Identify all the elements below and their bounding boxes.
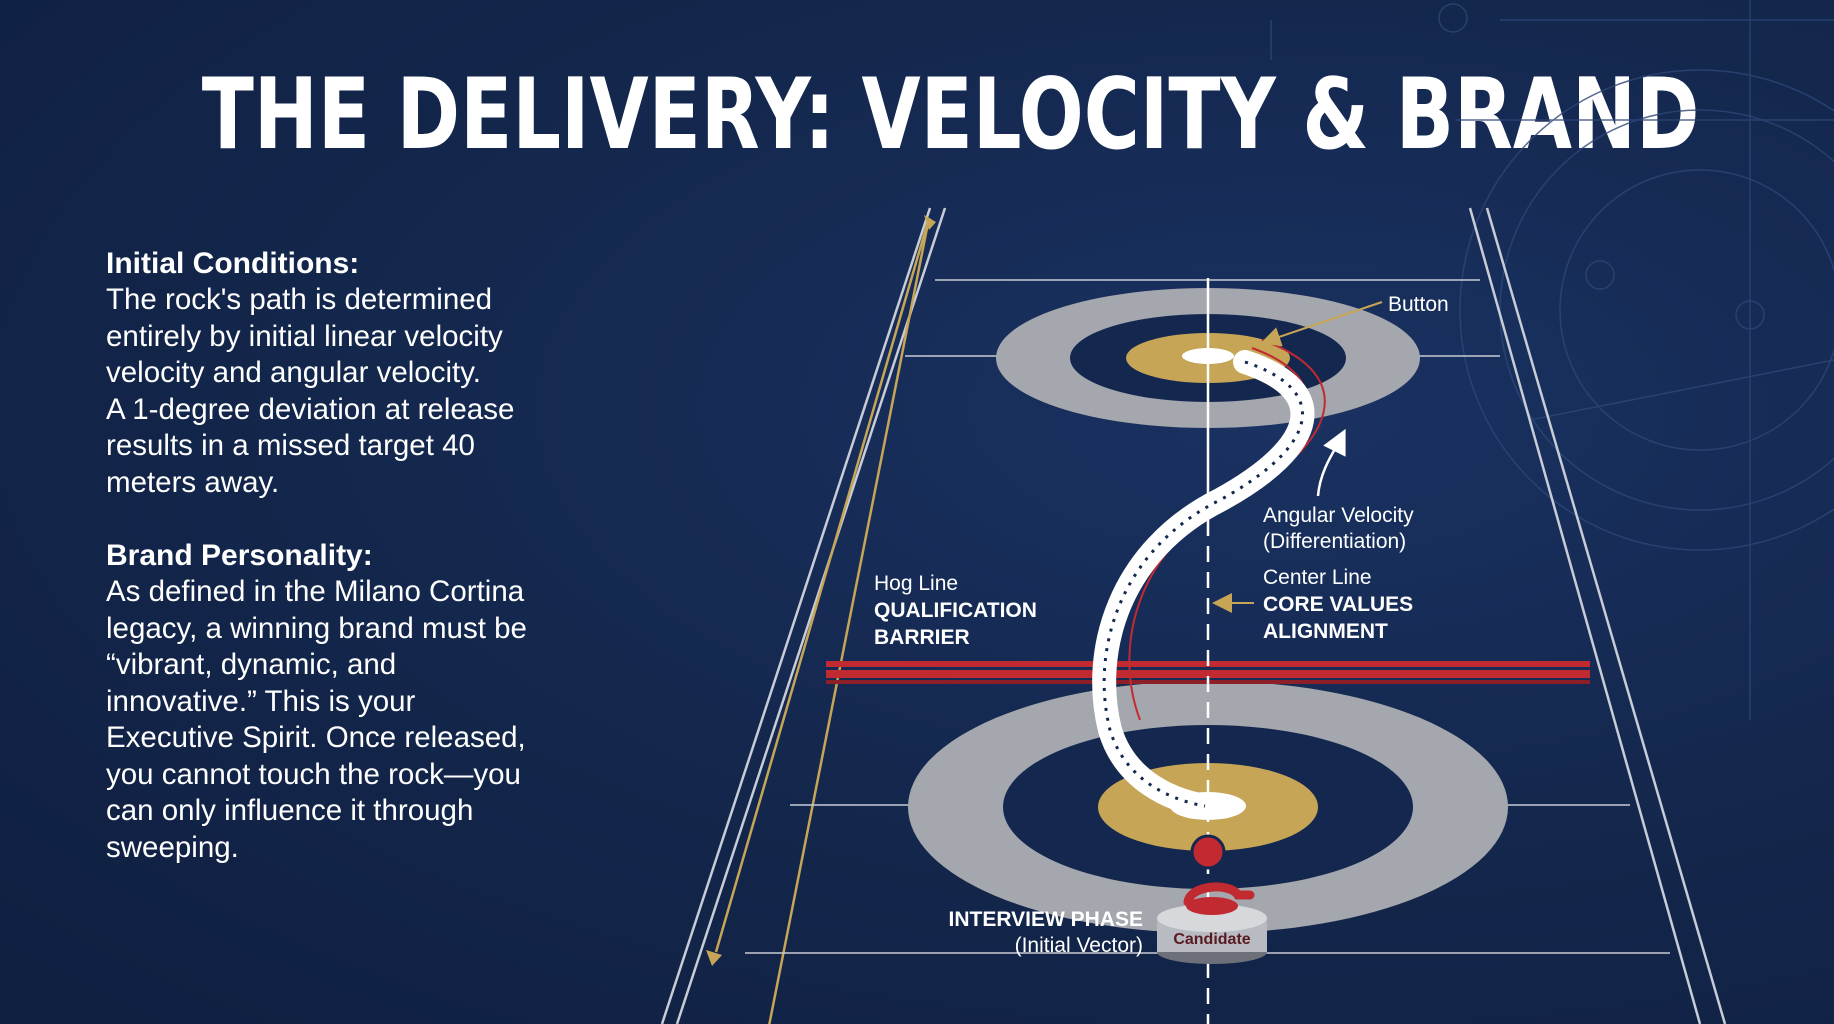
- length-arrow: [768, 217, 931, 1024]
- angular-velocity-sublabel: (Differentiation): [1263, 530, 1406, 553]
- angular-velocity-label: Angular Velocity: [1263, 504, 1414, 527]
- candidate-label: Candidate: [1173, 931, 1250, 948]
- page-title: THE DELIVERY: VELOCITY & BRAND: [201, 58, 1700, 172]
- sheet-side-lines: [660, 207, 1727, 1024]
- length-arrow-head-top: [924, 215, 936, 230]
- curling-stone: Candidate: [1157, 882, 1267, 964]
- angular-velocity-arrow: [1316, 428, 1346, 497]
- center-line-label: Center Line: [1263, 566, 1372, 589]
- release-point-marker: [1190, 834, 1226, 870]
- initial-conditions-heading: Initial Conditions:: [106, 247, 360, 280]
- qualification-label: QUALIFICATION: [874, 599, 1037, 622]
- button-label: Button: [1388, 293, 1449, 316]
- brand-personality-heading: Brand Personality:: [106, 539, 373, 572]
- barrier-label: BARRIER: [874, 626, 970, 649]
- hog-line-label: Hog Line: [874, 572, 958, 595]
- interview-phase-label: INTERVIEW PHASE: [949, 908, 1143, 931]
- length-arrow-head-bottom: [706, 950, 722, 966]
- brand-personality-body: As defined in the Milano Cortina legacy,…: [106, 575, 527, 864]
- initial-conditions-body: The rock's path is determined entirely b…: [106, 283, 515, 499]
- core-values-label: CORE VALUES: [1263, 593, 1413, 616]
- button-pointer: [1260, 301, 1383, 347]
- initial-vector-label: (Initial Vector): [1015, 934, 1143, 957]
- alignment-label: ALIGNMENT: [1263, 620, 1388, 643]
- text-column: Initial Conditions: The rock's path is d…: [106, 245, 576, 866]
- rock-trajectory-dots: [1102, 360, 1304, 808]
